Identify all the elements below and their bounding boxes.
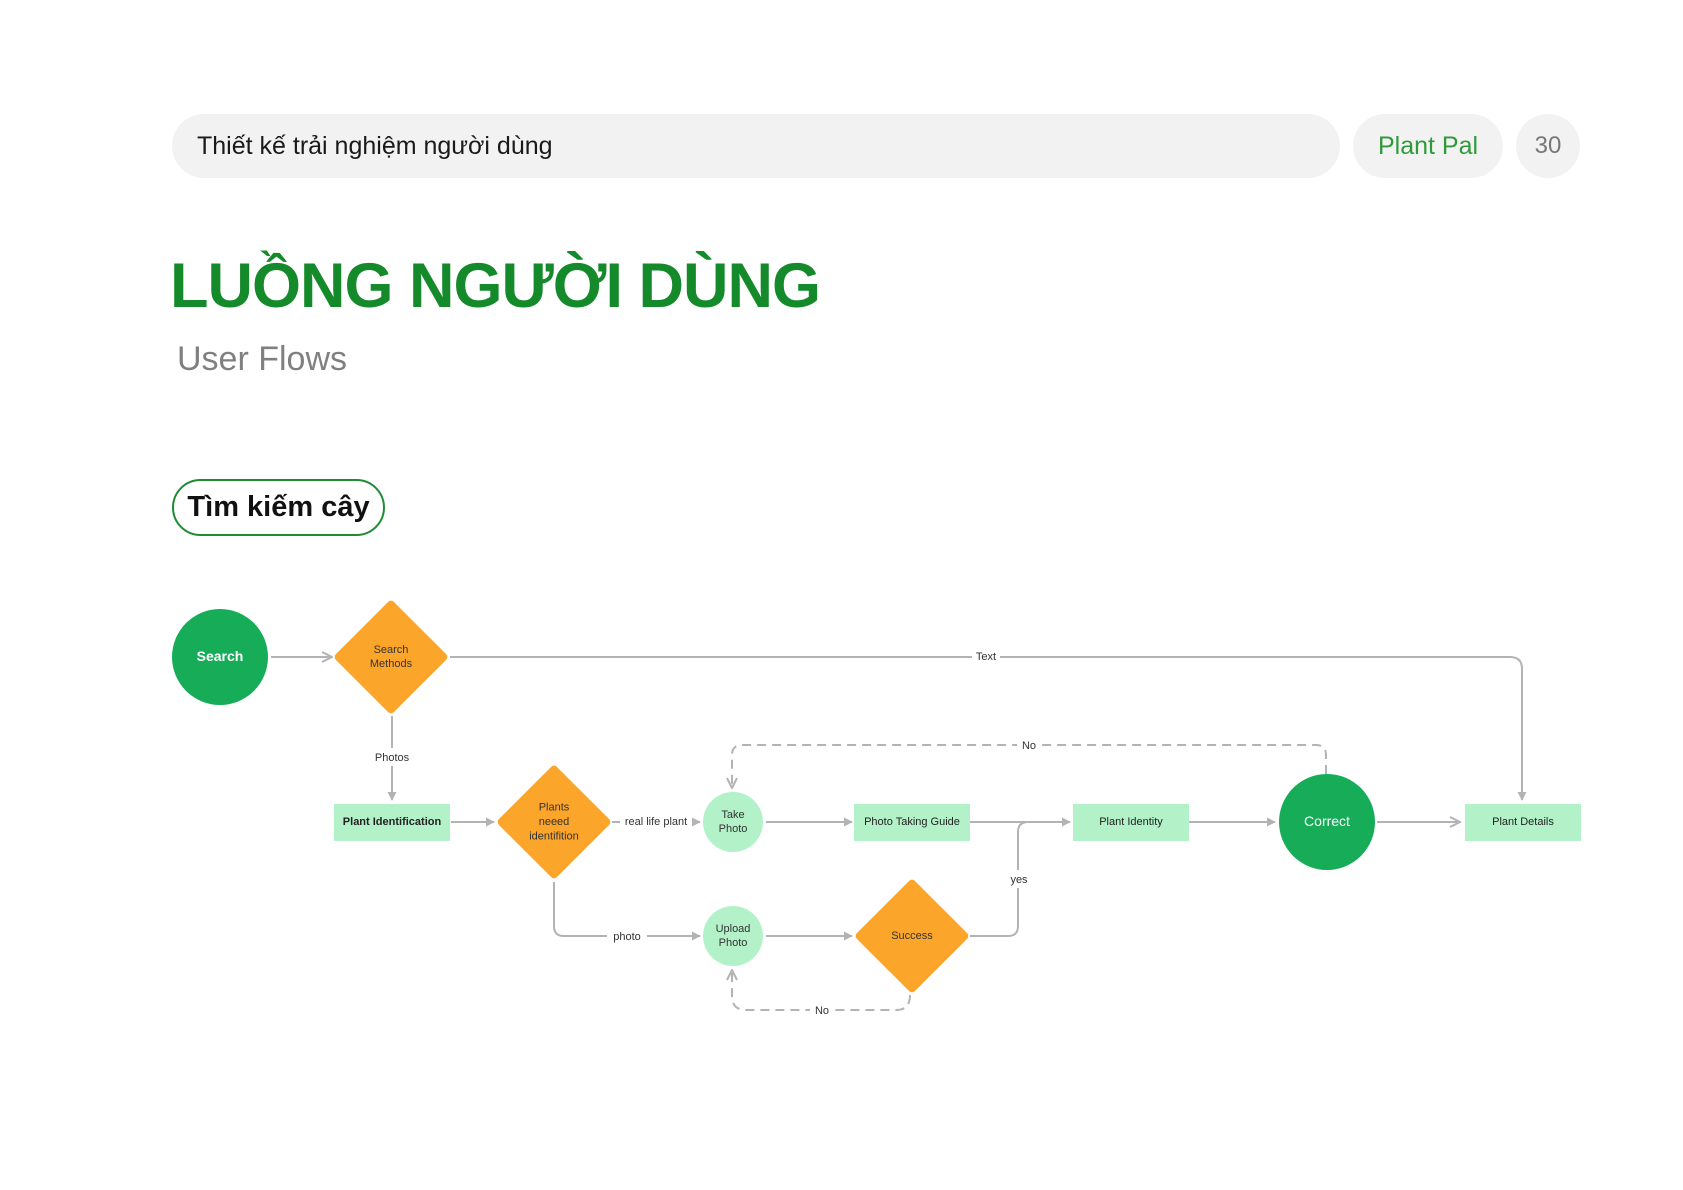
node-label-line: Success [891, 930, 933, 942]
node-label-line: identifition [529, 830, 579, 842]
node-label-line: Photo Taking Guide [864, 816, 960, 828]
node-plant-identity: Plant Identity [1073, 804, 1189, 841]
edge-methods-to-details-text [450, 656, 1527, 801]
edge-label-yes: yes [1010, 874, 1028, 886]
node-label-line: Upload [716, 923, 751, 935]
section-tag: Tìm kiếm cây [172, 479, 385, 536]
node-label-line: Plants [539, 802, 570, 814]
edge-label-photos: Photos [375, 752, 410, 764]
node-success: Success [855, 879, 969, 993]
edge-labels: Text Photos real life plant No yes photo… [368, 648, 1041, 1019]
edge-success-no-to-upload [732, 970, 911, 1011]
node-label-line: Plant Details [1492, 816, 1554, 828]
edge-label-no-bottom: No [815, 1005, 829, 1017]
node-search-label: Search [197, 648, 244, 664]
node-correct-label: Correct [1304, 813, 1350, 829]
node-correct: Correct [1279, 774, 1375, 870]
page-number: 30 [1534, 132, 1562, 159]
node-plant-identification-label: Plant Identification [343, 816, 442, 828]
section-label: Tìm kiếm cây [187, 491, 370, 523]
node-plant-details: Plant Details [1465, 804, 1581, 841]
node-label-line: Photo [719, 823, 748, 835]
node-label-line: neeed [539, 816, 570, 828]
node-label-line: Correct [1304, 813, 1350, 829]
node-search: Search [172, 609, 268, 705]
node-photo-taking-guide: Photo Taking Guide [854, 804, 970, 841]
page-number-badge: 30 [1516, 114, 1580, 178]
node-label-line: Plant Identification [343, 816, 442, 828]
node-label-line: Methods [370, 658, 413, 670]
edge-label-no-top: No [1022, 740, 1036, 752]
node-plants-need-label: Plants neeed identifition [529, 802, 579, 843]
node-label-line: Search [374, 644, 409, 656]
header-title-bar: Thiết kế trải nghiệm người dùng [172, 114, 1340, 178]
edge-label-text: Text [976, 651, 996, 663]
node-plant-details-label: Plant Details [1492, 816, 1554, 828]
brand-badge: Plant Pal [1353, 114, 1503, 178]
page-title: LUỒNG NGƯỜI DÙNG [170, 251, 821, 321]
node-photo-guide-label: Photo Taking Guide [864, 816, 960, 828]
node-plant-identification: Plant Identification [334, 804, 450, 841]
node-label-line: Plant Identity [1099, 816, 1163, 828]
header-title: Thiết kế trải nghiệm người dùng [197, 131, 553, 160]
node-plant-identity-label: Plant Identity [1099, 816, 1163, 828]
node-success-label: Success [891, 930, 933, 942]
node-plants-need-identification: Plants neeed identifition [497, 765, 611, 879]
brand-name: Plant Pal [1377, 131, 1479, 160]
edge-label-photo: photo [613, 931, 641, 943]
edge-decision-to-upload-photo [553, 882, 701, 941]
edge-label-real-life-plant: real life plant [625, 816, 687, 828]
node-label-line: Search [197, 648, 244, 664]
node-label-line: Take [721, 809, 744, 821]
node-label-line: Photo [719, 937, 748, 949]
page-subtitle: User Flows [177, 340, 348, 378]
